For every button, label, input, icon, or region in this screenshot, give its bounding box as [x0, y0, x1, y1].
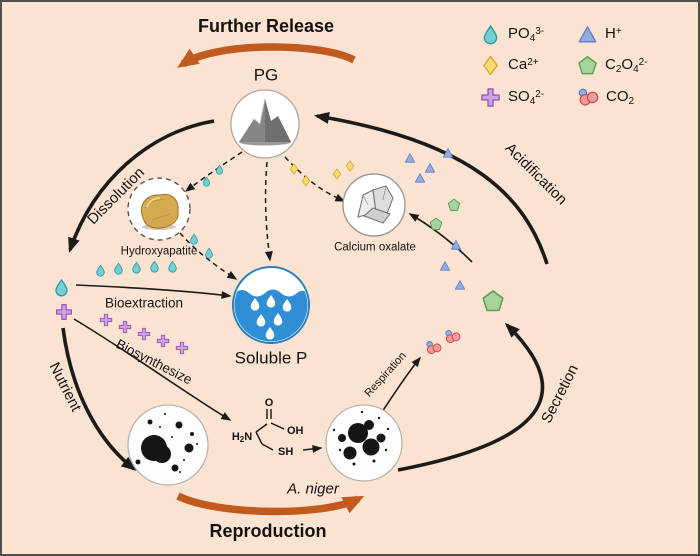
po4-droplet-icon [55, 279, 68, 297]
calcium-oxalate-image [342, 173, 406, 237]
secretion-arrow [397, 322, 545, 472]
legend-item-h: H+ [577, 24, 695, 45]
h-triangle-icon [439, 261, 451, 271]
bioextraction-label: Bioextraction [104, 295, 184, 311]
legend-label-c2o4: C2O42- [605, 56, 648, 75]
pg-powder-image [230, 89, 300, 159]
soluble-p-label: Soluble P [234, 348, 308, 368]
ca-diamond-icon [332, 168, 342, 180]
carbonyl-o-label: O [265, 397, 274, 409]
legend: PO43- H+ Ca2+ C2O42- SO42- CO2 [480, 24, 695, 108]
nutrient-arrow [61, 327, 137, 471]
c2o4-pentagon-icon [447, 198, 461, 211]
po4-droplet-icon [168, 260, 177, 273]
reproduction-label: Reproduction [209, 521, 327, 541]
legend-item-po4: PO43- [480, 24, 577, 45]
ca-diamond-icon [301, 175, 311, 187]
so4-plus-icon [137, 327, 151, 341]
pg-to-calcium-oxalate-arrow [284, 156, 346, 202]
so4-plus-icon [156, 334, 170, 348]
soluble-p-image [232, 266, 310, 344]
pg-to-hydroxyapatite-arrow [184, 151, 243, 192]
legend-item-co2: CO2 [577, 86, 695, 108]
reproduction-arrow [176, 492, 365, 516]
h-triangle-icon [424, 163, 436, 173]
hydroxyapatite-to-soluble-p-arrow [179, 232, 238, 280]
process-arrows [73, 213, 473, 453]
dashed-transfer-arrows [179, 151, 346, 280]
legend-label-co2: CO2 [606, 87, 635, 107]
po4-droplet-icon [480, 24, 501, 45]
cysteine-structure: O OH H2N SH [232, 397, 304, 458]
so4-plus-icon [99, 313, 113, 327]
legend-item-c2o4: C2O42- [577, 55, 695, 76]
ca-diamond-icon [480, 55, 501, 76]
h-triangle-icon [577, 24, 598, 45]
so4-plus-icon [175, 341, 189, 355]
cysteine-to-colony-arrow [302, 444, 323, 453]
fungal-colony-left-image [127, 404, 209, 486]
co2-molecule-icon [577, 86, 599, 108]
cycle-ring [61, 112, 549, 472]
legend-label-so4: SO42- [508, 87, 545, 107]
pg-to-soluble-p-arrow [264, 161, 273, 262]
h-triangle-icon [404, 153, 416, 163]
further-release-label: Further Release [197, 16, 335, 36]
ca-diamond-icons [289, 160, 355, 187]
co2-molecule-icons [426, 330, 461, 355]
so4-plus-icon [56, 304, 72, 320]
oxalate-formation-arrow [408, 213, 473, 263]
fungal-colony-right-image [325, 404, 403, 482]
ca-diamond-icon [289, 163, 299, 175]
po4-droplet-icon [132, 261, 141, 274]
c2o4-pentagon-icon [429, 217, 443, 230]
amine-label: H2N [232, 431, 252, 444]
biosynthesize-arrow [73, 318, 232, 421]
po4-droplet-icon [114, 262, 123, 275]
acidification-arrow [314, 112, 549, 265]
thiol-label: SH [278, 446, 293, 458]
c2o4-pentagon-icon [577, 55, 598, 76]
further-release-arrow [177, 43, 356, 68]
c2o4-pentagon-icons [429, 198, 504, 312]
ca-diamond-icon [345, 160, 355, 172]
legend-label-po4: PO43- [508, 25, 545, 44]
respiration-arrow [381, 356, 421, 413]
po4-droplet-icon [96, 264, 105, 277]
po4-droplet-icon [190, 233, 198, 245]
so4-plus-icon [118, 320, 132, 334]
release-arrows [176, 43, 365, 516]
a-niger-label: A. niger [287, 480, 339, 498]
h-triangle-icon [414, 173, 426, 183]
pg-label: PG [253, 65, 279, 85]
legend-label-h: H+ [605, 25, 622, 42]
po4-droplet-icon [150, 260, 159, 273]
so4-plus-icon [480, 87, 501, 108]
legend-item-so4: SO42- [480, 86, 577, 108]
dissolution-arrow [68, 119, 215, 253]
co2-molecule-icon [426, 341, 442, 355]
hydroxyapatite-image [127, 177, 191, 241]
po4-droplet-icon [205, 247, 213, 259]
co2-molecule-icon [445, 330, 461, 344]
c2o4-pentagon-icon [482, 290, 504, 312]
bioextraction-arrow [75, 284, 232, 299]
legend-item-ca: Ca2+ [480, 55, 577, 76]
hydroxyl-label: OH [287, 425, 304, 437]
legend-label-ca: Ca2+ [508, 56, 539, 73]
calcium-oxalate-label: Calcium oxalate [334, 241, 416, 254]
po4-droplet-icon [215, 164, 224, 175]
hydroxyapatite-label: Hydroxyapatite [120, 245, 198, 258]
h-triangle-icon [454, 280, 466, 290]
